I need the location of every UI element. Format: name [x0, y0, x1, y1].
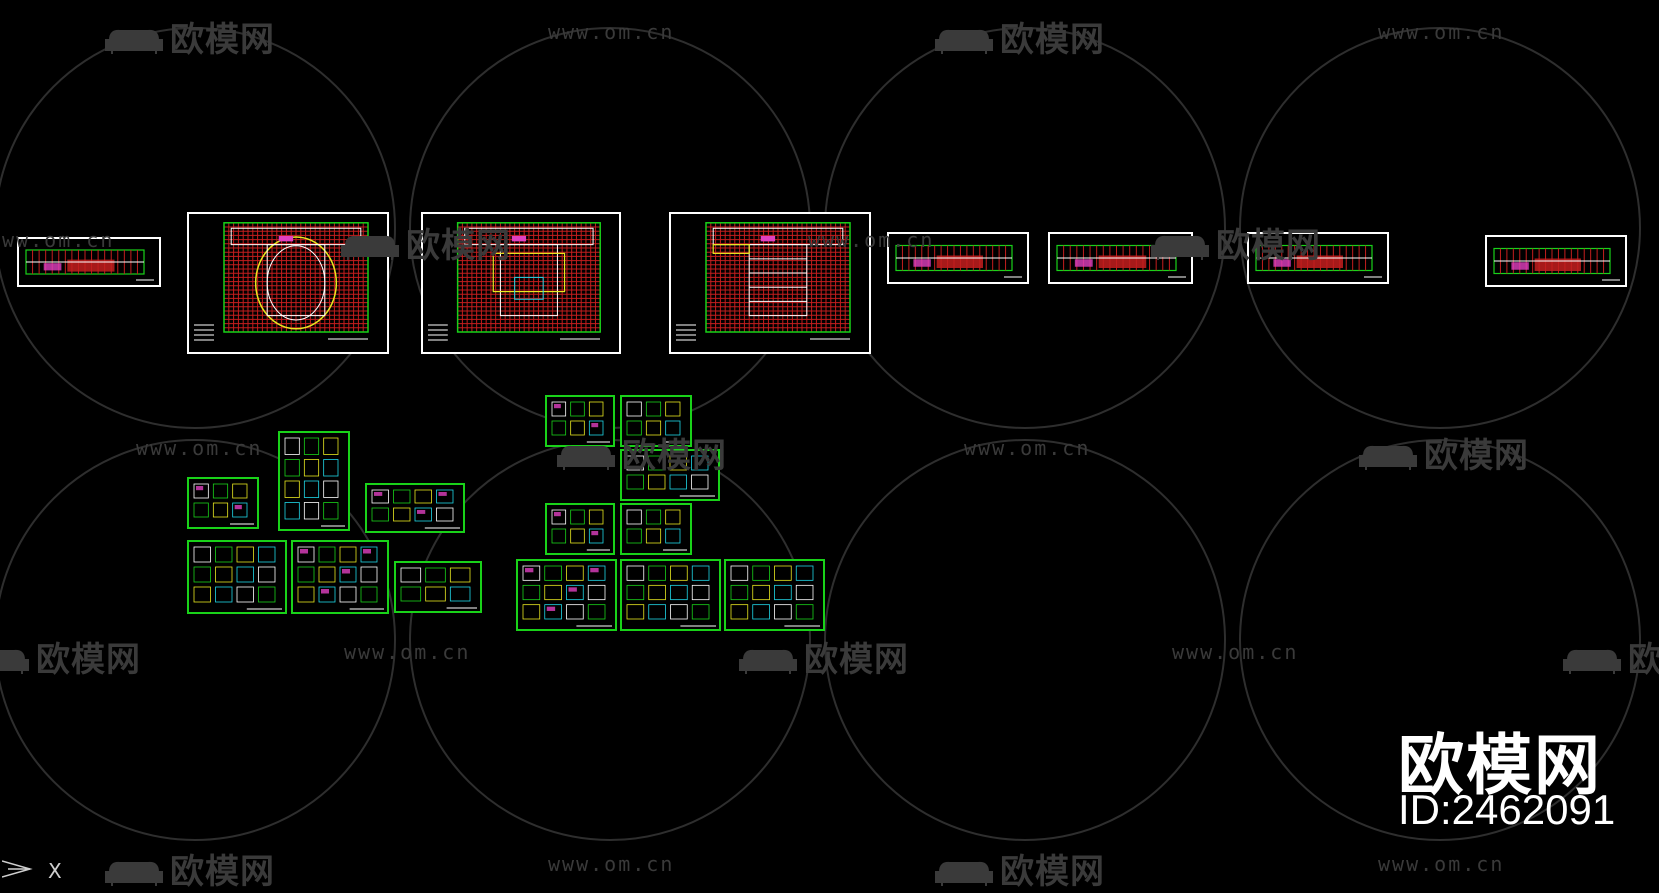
- model-id-label: ID:2462091: [1398, 786, 1616, 833]
- sofa-logo-icon: [0, 649, 29, 674]
- watermark-logo-text: 欧模网: [1000, 20, 1105, 60]
- sofa-logo-icon: [557, 445, 615, 470]
- elevation-plan-sheet[interactable]: [17, 237, 161, 287]
- watermark-url: www.om.cn: [1172, 640, 1299, 664]
- watermark-logo: 欧模网: [934, 12, 1105, 61]
- watermark-logo-text: 欧模网: [804, 640, 909, 680]
- ucs-axis-icon: X: [2, 859, 62, 882]
- watermark-logo: 欧模网: [934, 844, 1105, 893]
- watermark-url: www.om.cn: [1378, 20, 1505, 44]
- watermark-circle: [0, 439, 396, 841]
- watermark-logo: 欧模网: [340, 218, 511, 267]
- watermark-circle: [1239, 439, 1641, 841]
- detail-sheet[interactable]: [620, 559, 721, 631]
- watermark-logo-text: 欧模网: [170, 852, 275, 892]
- watermark-circle: [1239, 27, 1641, 429]
- detail-sheet[interactable]: [724, 559, 825, 631]
- floor-plan-sheet[interactable]: [421, 212, 621, 354]
- watermark-url: www.om.cn: [1378, 852, 1505, 876]
- watermark-logo: 欧模网: [0, 632, 141, 681]
- detail-sheet[interactable]: [545, 503, 615, 555]
- watermark-logo-text: 欧模网: [622, 436, 727, 476]
- sofa-logo-icon: [935, 29, 993, 54]
- watermark-url: www.om.cn: [964, 436, 1091, 460]
- watermark-logo: 欧模网: [1150, 218, 1321, 267]
- detail-sheet[interactable]: [278, 431, 350, 531]
- detail-sheet[interactable]: [620, 395, 692, 447]
- watermark-logo: 欧模网: [104, 12, 275, 61]
- detail-sheet[interactable]: [187, 477, 259, 529]
- detail-sheet[interactable]: [620, 449, 720, 501]
- watermark-logo-text: 欧模网: [1216, 226, 1321, 266]
- elevation-plan-sheet[interactable]: [887, 232, 1029, 284]
- sofa-logo-icon: [105, 861, 163, 886]
- watermark-logo: 欧模网: [556, 428, 727, 477]
- floor-plan-sheet[interactable]: [187, 212, 389, 354]
- detail-sheet[interactable]: [291, 540, 389, 614]
- sofa-logo-icon: [105, 29, 163, 54]
- watermark-logo-text: 欧模网: [1628, 640, 1659, 680]
- watermark-circle: [0, 27, 396, 429]
- watermark-url: www.om.cn: [548, 852, 675, 876]
- sofa-logo-icon: [1563, 649, 1621, 674]
- watermark-logo: 欧模网: [1562, 632, 1659, 681]
- sofa-logo-icon: [1359, 445, 1417, 470]
- sofa-logo-icon: [739, 649, 797, 674]
- watermark-url: www.om.cn: [548, 20, 675, 44]
- elevation-plan-sheet[interactable]: [1048, 232, 1193, 284]
- watermark-logo-text: 欧模网: [1424, 436, 1529, 476]
- brand-name: 欧模网: [1398, 727, 1602, 804]
- elevation-plan-sheet[interactable]: [1247, 232, 1389, 284]
- watermark-url: www.om.cn: [344, 640, 471, 664]
- watermark-logo-text: 欧模网: [1000, 852, 1105, 892]
- watermark-logo: 欧模网: [1358, 428, 1529, 477]
- sofa-logo-icon: [1151, 235, 1209, 260]
- watermark-logo-text: 欧模网: [170, 20, 275, 60]
- watermark-logo-text: 欧模网: [36, 640, 141, 680]
- detail-sheet[interactable]: [516, 559, 617, 631]
- sofa-logo-icon: [341, 235, 399, 260]
- watermark-logo: 欧模网: [104, 844, 275, 893]
- elevation-plan-sheet[interactable]: [1485, 235, 1627, 287]
- drawing-sheets[interactable]: [17, 212, 1627, 631]
- floor-plan-sheet[interactable]: [669, 212, 871, 354]
- detail-sheet[interactable]: [187, 540, 287, 614]
- detail-sheet[interactable]: [365, 483, 465, 533]
- watermark-logo: 欧模网: [738, 632, 909, 681]
- detail-sheet[interactable]: [620, 503, 692, 555]
- watermark-url: www.om.cn: [136, 436, 263, 460]
- watermark-url: www.om.cn: [808, 228, 935, 252]
- detail-sheet[interactable]: [394, 561, 482, 613]
- watermark-url: www.om.cn: [0, 228, 115, 252]
- ucs-x-label: X: [48, 859, 62, 882]
- watermark-circle: [824, 439, 1226, 841]
- watermark-logo-text: 欧模网: [406, 226, 511, 266]
- sofa-logo-icon: [935, 861, 993, 886]
